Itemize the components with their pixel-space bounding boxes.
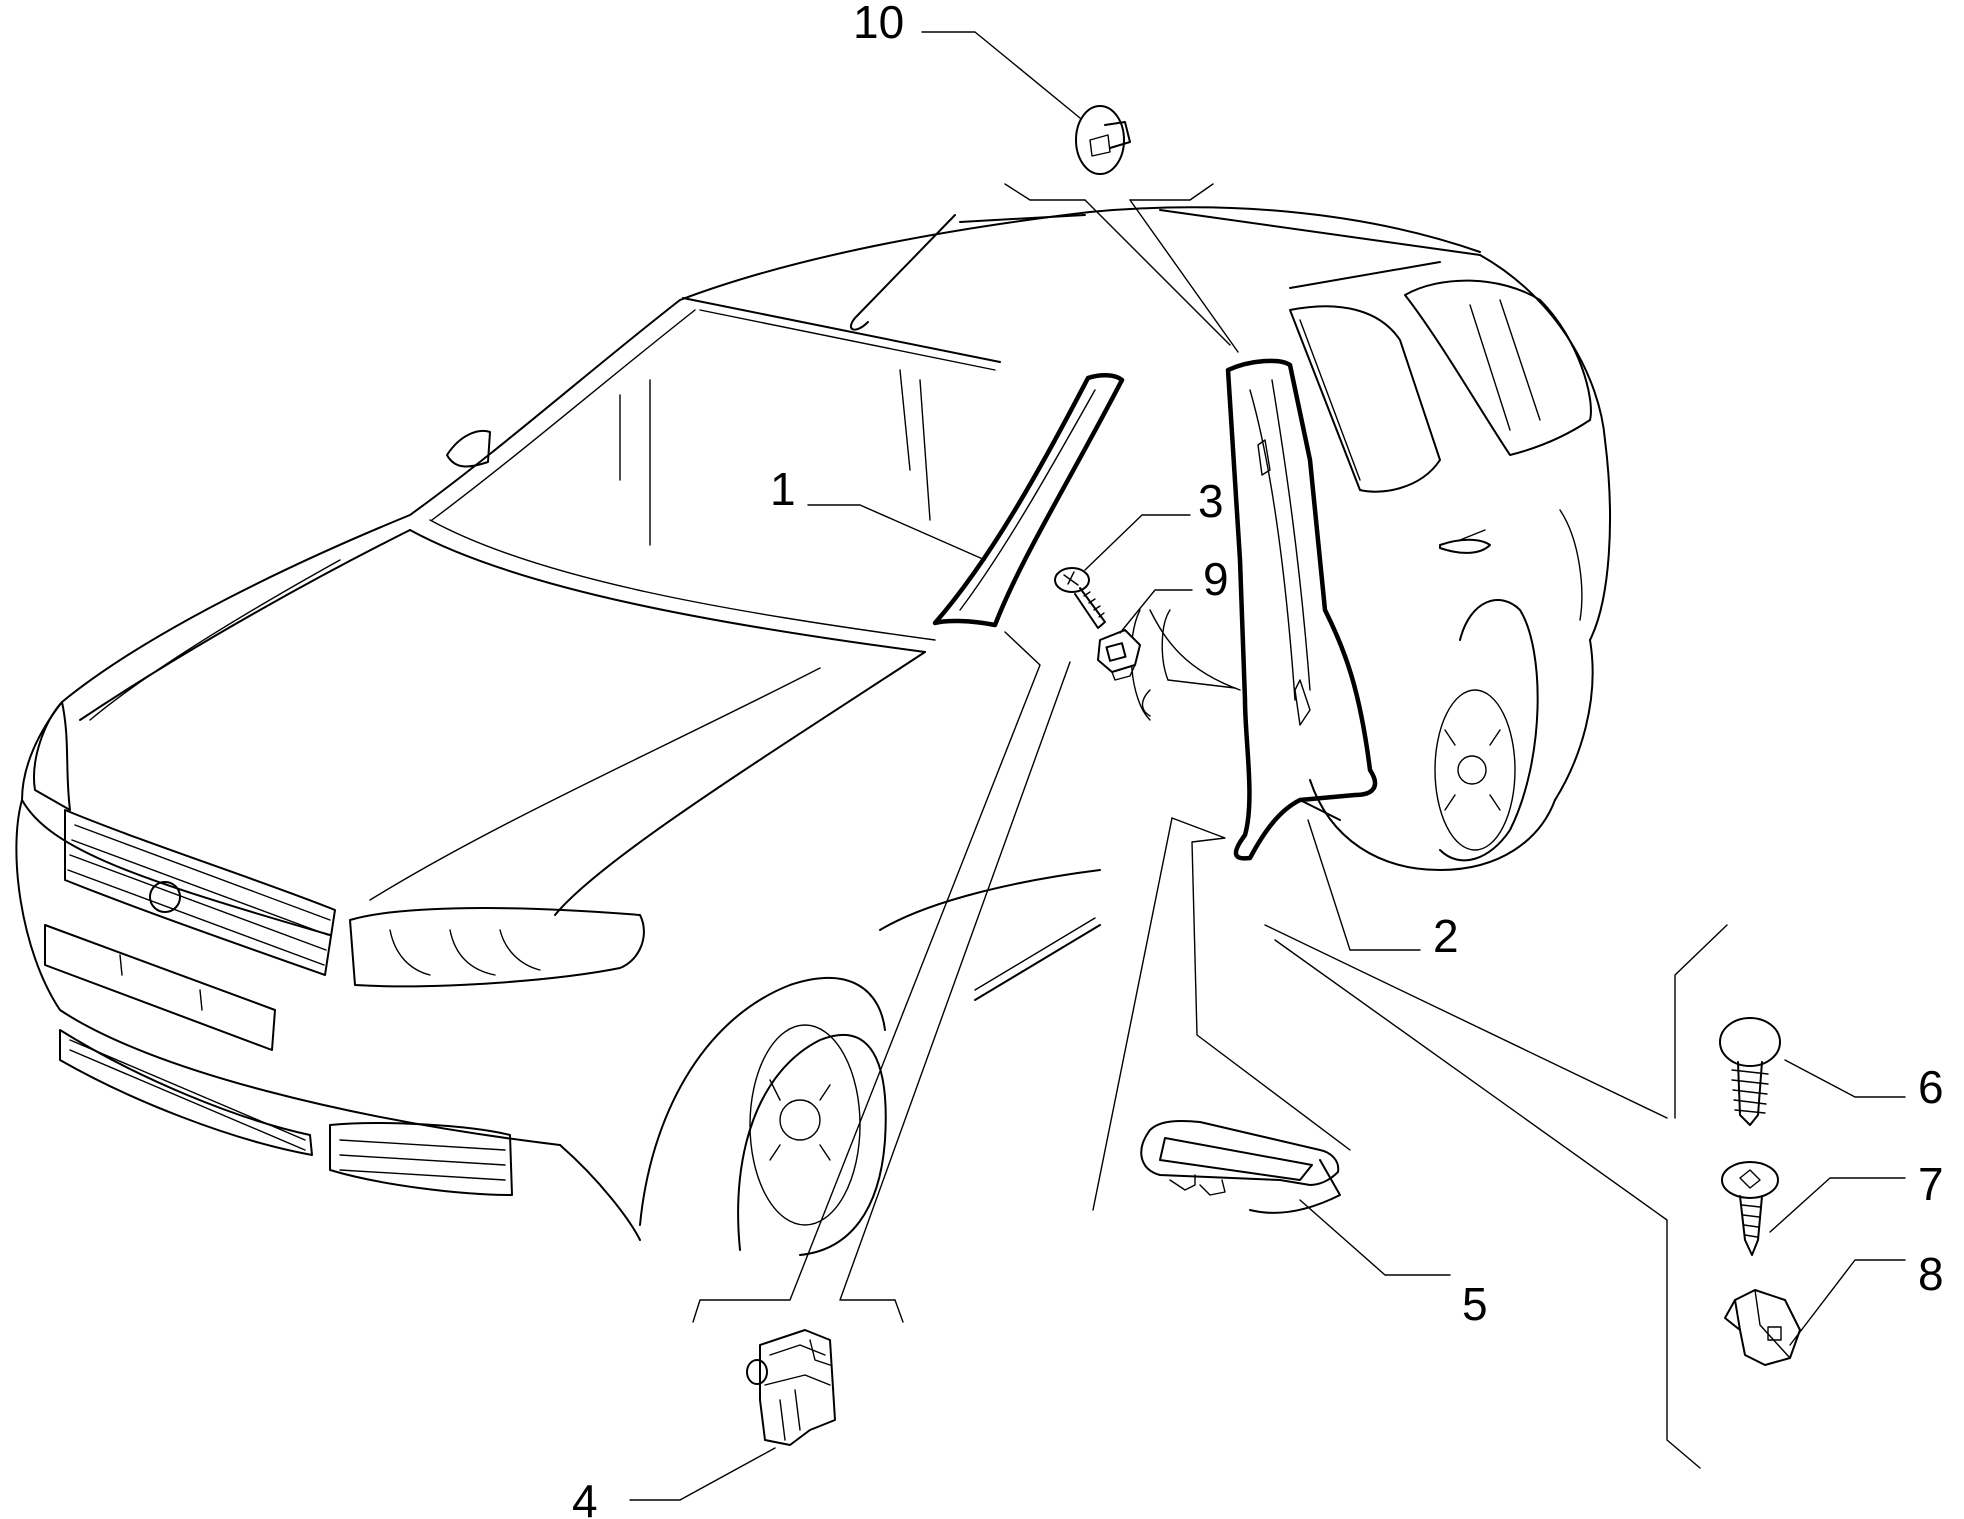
callout-3: 3: [1198, 475, 1224, 527]
part-10-push-clip: [1075, 105, 1131, 175]
leader-lines: [629, 31, 1906, 1501]
callout-7: 7: [1918, 1158, 1944, 1210]
part-6-fir-tree-clip: [1719, 1017, 1781, 1126]
callout-10: 10: [853, 0, 904, 48]
part-5-courtesy-lamp: [1140, 1120, 1341, 1214]
callout-numbers: 1 2 3 4 5 6 7 8 9 10: [572, 0, 1944, 1519]
callout-2: 2: [1433, 910, 1459, 962]
callout-6: 6: [1918, 1061, 1944, 1113]
part-9-clip-nut: [1097, 609, 1236, 717]
car-body-outline: [15, 206, 1481, 1256]
car-rear-outline: [1130, 209, 1611, 871]
callout-8: 8: [1918, 1248, 1944, 1300]
part-7-screw: [1721, 1161, 1779, 1256]
part-3-screw: [1054, 567, 1106, 629]
callout-4: 4: [572, 1475, 598, 1519]
part-2-b-pillar-trim: [1225, 358, 1378, 861]
part-8-nut-clip: [1724, 1289, 1801, 1366]
callout-1: 1: [770, 463, 796, 515]
part-1-a-pillar-trim: [932, 373, 1125, 628]
callout-9: 9: [1203, 553, 1229, 605]
part-4-retainer-clip: [746, 1329, 836, 1446]
callout-5: 5: [1462, 1278, 1488, 1330]
